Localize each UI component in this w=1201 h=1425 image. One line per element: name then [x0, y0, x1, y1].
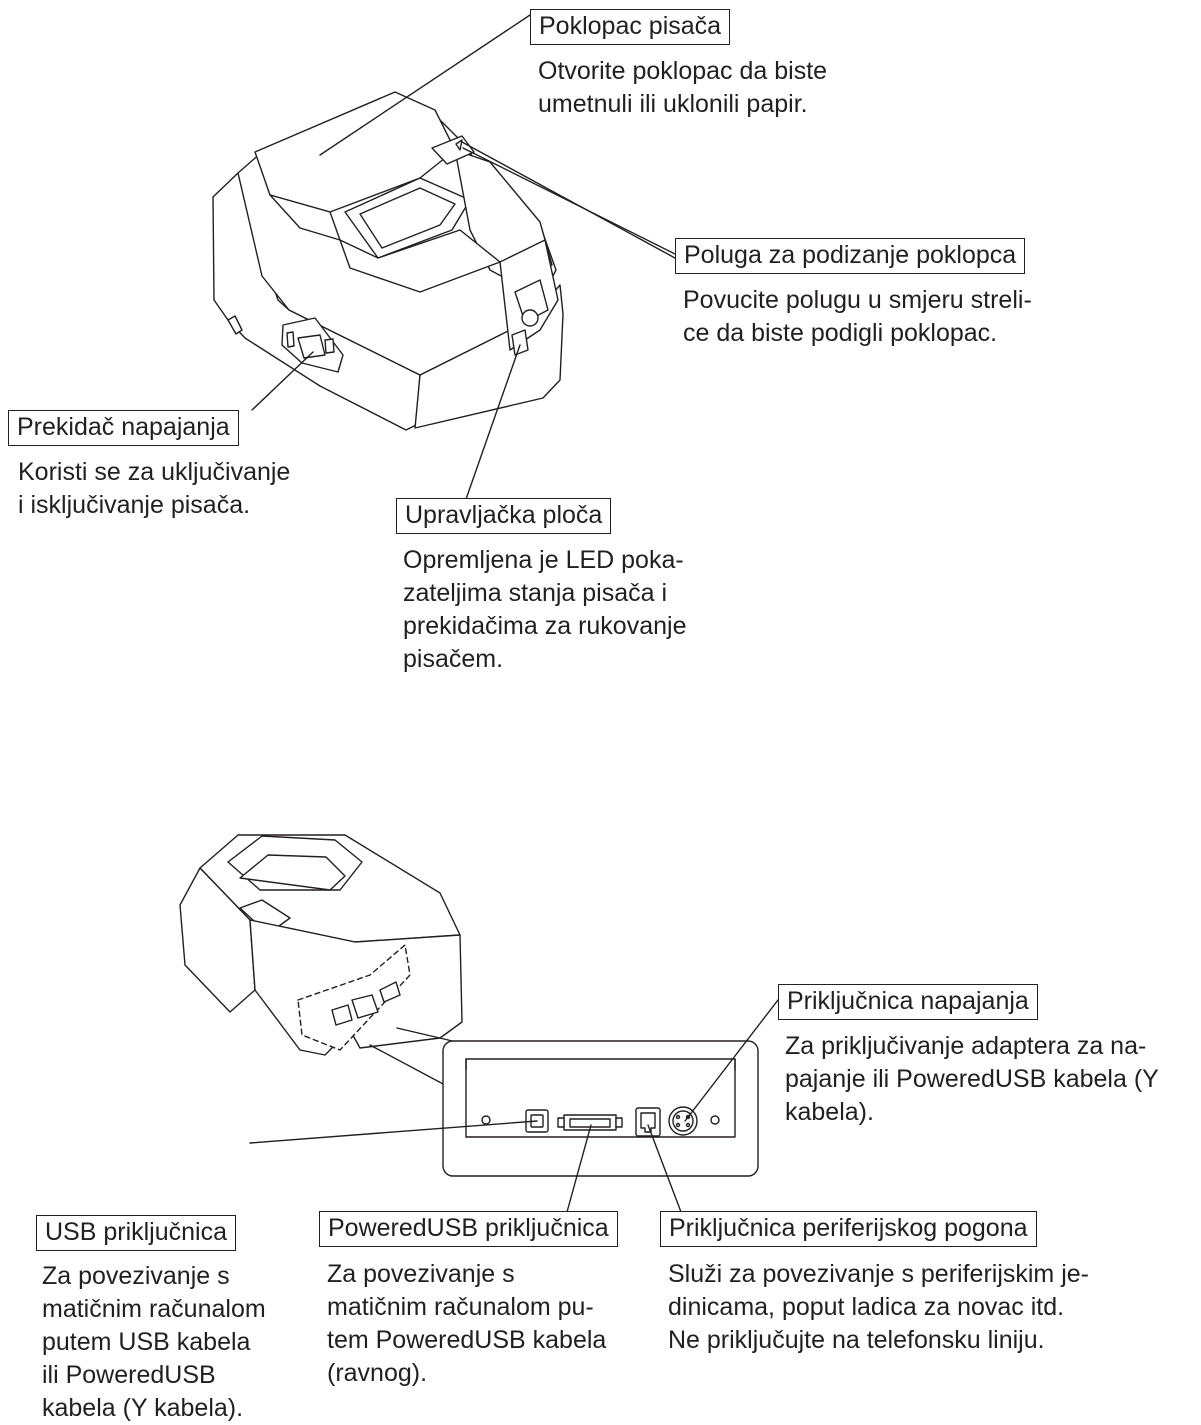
desc-line: Za priključivanje adaptera za na-	[785, 1032, 1147, 1060]
label-peripheral-connector: Priključnica periferijskog pogona	[660, 1211, 1037, 1247]
desc-lever: Povucite polugu u smjeru streli- ce da b…	[683, 284, 1032, 350]
label-poweredusb-connector: PoweredUSB priključnica	[319, 1211, 618, 1247]
desc-poweredusb-connector: Za povezivanje s matičnim računalom pu- …	[327, 1258, 606, 1390]
printer-rear-illustration	[179, 834, 479, 1086]
desc-cover: Otvorite poklopac da biste umetnuli ili …	[538, 55, 827, 121]
desc-line: Za povezivanje s	[327, 1260, 515, 1288]
leader-lines	[249, 14, 779, 1213]
desc-line: Otvorite poklopac da biste	[538, 57, 828, 85]
desc-line: ili PoweredUSB	[42, 1361, 216, 1389]
desc-line: prekidačima za rukovanje	[403, 612, 687, 640]
desc-line: pisačem.	[403, 645, 504, 673]
desc-control-panel: Opremljena je LED poka- zateljima stanja…	[403, 544, 686, 676]
desc-usb-connector: Za povezivanje s matičnim računalom pute…	[42, 1260, 266, 1425]
desc-line: Ne priključujte na telefonsku liniju.	[668, 1326, 1045, 1354]
desc-line: pajanje ili PoweredUSB kabela (Y	[785, 1065, 1159, 1093]
label-cover: Poklopac pisača	[530, 9, 731, 45]
desc-line: Opremljena je LED poka-	[403, 546, 684, 574]
diagram-artwork	[179, 14, 779, 1213]
desc-line: Koristi se za uključivanje	[18, 458, 291, 486]
desc-line: (ravnog).	[327, 1359, 428, 1387]
desc-line: zateljima stanja pisača i	[403, 579, 668, 607]
connector-panel-inset	[442, 1040, 759, 1177]
desc-line: dinicama, poput ladica za novac itd.	[668, 1293, 1065, 1321]
label-control-panel: Upravljačka ploča	[396, 498, 612, 534]
desc-line: i isključivanje pisača.	[18, 491, 251, 519]
label-lever: Poluga za podizanje poklopca	[675, 238, 1026, 274]
desc-line: ce da biste podigli poklopac.	[683, 319, 998, 347]
desc-power-connector: Za priključivanje adaptera za na- pajanj…	[785, 1030, 1159, 1129]
printer-front-illustration	[212, 91, 564, 431]
desc-peripheral-connector: Služi za povezivanje s periferijskim je-…	[668, 1258, 1089, 1357]
desc-line: kabela (Y kabela).	[42, 1394, 244, 1422]
desc-line: matičnim računalom pu-	[327, 1293, 594, 1321]
desc-line: tem PoweredUSB kabela	[327, 1326, 607, 1354]
label-power-switch: Prekidač napajanja	[8, 410, 239, 446]
desc-line: Služi za povezivanje s periferijskim je-	[668, 1260, 1089, 1288]
desc-line: putem USB kabela	[42, 1328, 251, 1356]
label-power-connector: Priključnica napajanja	[778, 984, 1038, 1020]
desc-line: Za povezivanje s	[42, 1262, 230, 1290]
desc-line: Povucite polugu u smjeru streli-	[683, 286, 1032, 314]
desc-line: umetnuli ili uklonili papir.	[538, 90, 808, 118]
desc-line: kabela).	[785, 1098, 874, 1126]
desc-line: matičnim računalom	[42, 1295, 266, 1323]
label-usb-connector: USB priključnica	[36, 1215, 237, 1251]
desc-power-switch: Koristi se za uključivanje i isključivan…	[18, 456, 290, 522]
